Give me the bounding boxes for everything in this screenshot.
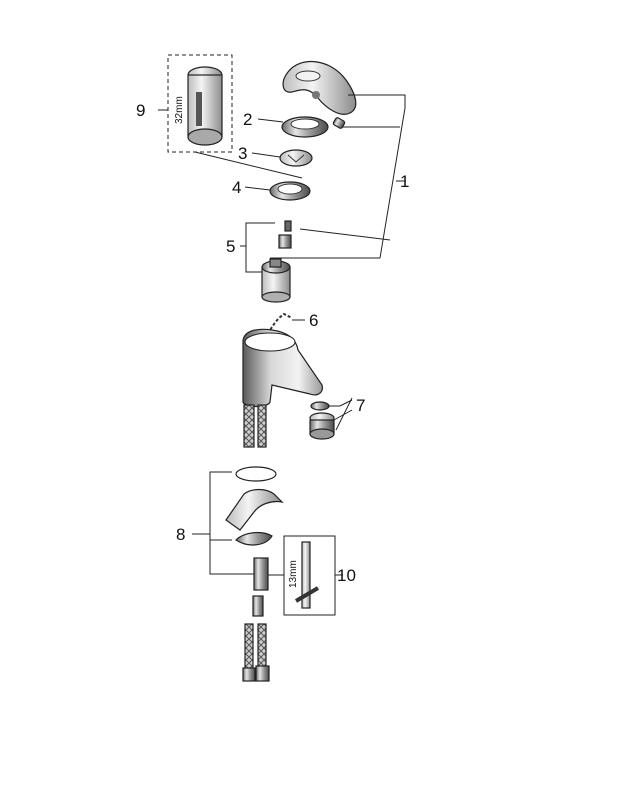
cartridge-part xyxy=(261,258,291,303)
callout-4: 4 xyxy=(232,178,241,197)
aerator-part xyxy=(309,401,335,440)
tool-9-dashed-frame xyxy=(167,54,233,153)
tool-9-size-label: 32mm xyxy=(174,96,185,124)
adapter-part xyxy=(279,149,313,167)
callout-8: 8 xyxy=(176,525,185,544)
faucet-body-part xyxy=(242,328,323,408)
callout-10: 10 xyxy=(337,566,356,585)
callout-7: 7 xyxy=(356,396,365,415)
callout-3: 3 xyxy=(238,144,247,163)
callout-2: 2 xyxy=(243,110,252,129)
ring-nut-part xyxy=(269,181,311,201)
callout-5: 5 xyxy=(226,237,235,256)
callout-6: 6 xyxy=(309,311,318,330)
lever-handle-part xyxy=(282,60,357,115)
supply-hoses-part xyxy=(243,404,267,448)
spindle-pin-part xyxy=(278,220,292,249)
tool-10-size-label: 13mm xyxy=(288,560,299,588)
tool-13mm-part: 13mm xyxy=(283,535,336,616)
cap-ring-part xyxy=(281,116,329,138)
set-screw-part xyxy=(332,117,346,129)
callout-9: 9 xyxy=(136,101,145,120)
leader-lines xyxy=(158,94,406,576)
mounting-set-part xyxy=(225,466,284,591)
tool-32mm-part: 32mm xyxy=(167,54,233,153)
callout-1: 1 xyxy=(400,172,409,191)
lower-connectors-part xyxy=(242,595,270,682)
callout-labels: 9 2 3 4 1 5 6 7 8 10 xyxy=(136,101,409,585)
